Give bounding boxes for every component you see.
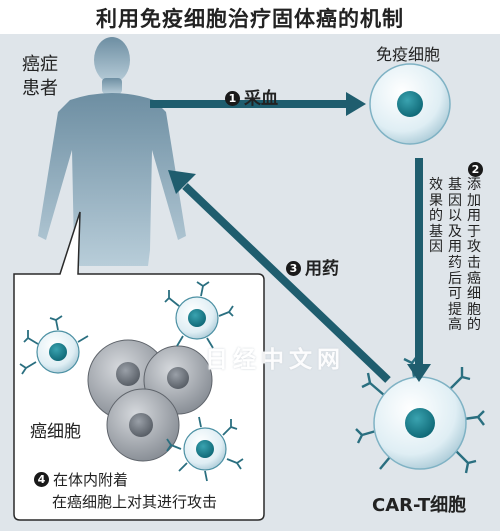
- cancer-cell-label: 癌细胞: [30, 422, 81, 442]
- immune-cell-icon: [369, 63, 451, 145]
- arrow-step2: [407, 158, 431, 382]
- immune-cell-label: 免疫细胞: [376, 45, 441, 64]
- step4-text-line1: 在体内附着: [53, 471, 129, 489]
- inset-immune-cells: [19, 281, 244, 482]
- car-t-cell-icon: [355, 354, 485, 474]
- step2-text-col-a: 添加用于攻击癌细胞的: [467, 177, 481, 334]
- step3-label: 3 用药: [286, 254, 339, 279]
- step3-number: 3: [286, 261, 301, 276]
- step4-text-line2: 在癌细胞上对其进行攻击: [52, 493, 218, 511]
- patient-silhouette: [38, 37, 186, 266]
- title-bar: [0, 0, 500, 34]
- step2-text-col-b: 基因以及用药后可提高: [448, 177, 462, 334]
- arrow-step1: [150, 92, 366, 116]
- step1-label: 1 采血: [225, 84, 278, 109]
- step2-number-wrap: 2: [468, 160, 487, 179]
- step2-text-col-c: 效果的基因: [429, 177, 443, 256]
- car-t-cell-label: CAR-T细胞: [372, 495, 467, 516]
- arrow-step3: [168, 170, 391, 383]
- watermark: 日经中文网: [205, 347, 345, 373]
- step1-number: 1: [225, 91, 240, 106]
- patient-label: 癌症患者: [22, 54, 58, 99]
- step1-text: 采血: [244, 89, 278, 109]
- step4-number: 4: [34, 472, 49, 487]
- step3-text: 用药: [305, 259, 339, 279]
- step2-number: 2: [468, 162, 483, 177]
- diagram-title: 利用免疫细胞治疗固体癌的机制: [96, 7, 404, 31]
- step4-line1: 4 在体内附着: [34, 469, 128, 490]
- cancer-cell-cluster: [87, 339, 213, 462]
